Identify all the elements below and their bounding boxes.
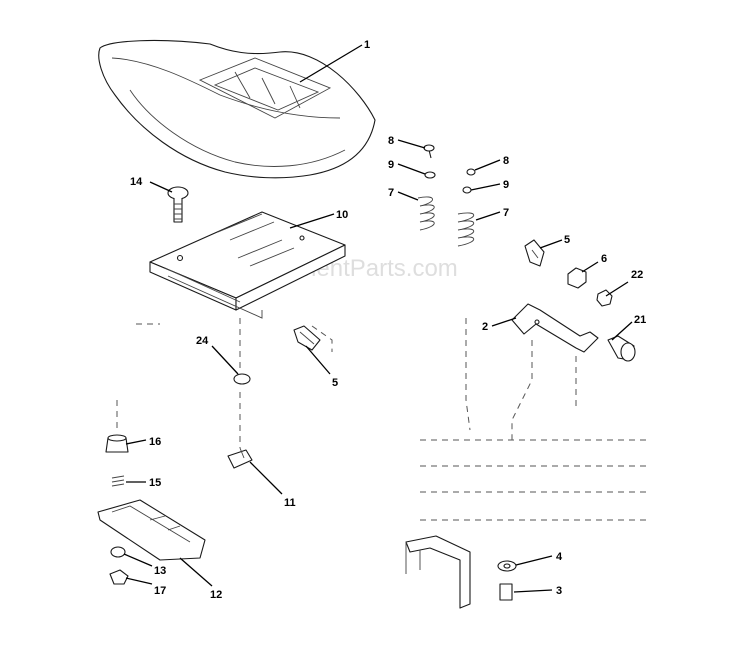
leader-7b — [475, 211, 501, 221]
bolt-bottom-part — [499, 583, 513, 601]
washer-bottom-part — [497, 560, 517, 572]
callout-10: 10 — [336, 209, 348, 221]
callout-3: 3 — [556, 585, 562, 597]
callout-24: 24 — [196, 335, 209, 347]
callout-15: 15 — [149, 477, 161, 489]
callout-4: 4 — [556, 551, 563, 563]
seat-pan-part — [149, 211, 346, 319]
bushing-small-part — [233, 373, 251, 385]
leader-5b — [539, 239, 563, 249]
callout-9b: 9 — [503, 179, 509, 191]
spring-small-part — [111, 475, 125, 487]
leader-1 — [299, 44, 363, 83]
callout-21: 21 — [634, 314, 646, 326]
leader-9a — [397, 163, 426, 175]
spring-left-part — [417, 144, 436, 231]
leader-13 — [123, 553, 153, 567]
leader-4 — [515, 555, 553, 566]
callout-11: 11 — [284, 497, 296, 509]
spacer-part — [110, 546, 126, 558]
callout-17: 17 — [154, 585, 166, 597]
leader-17 — [125, 577, 153, 585]
alignment-line — [465, 318, 471, 431]
bushing-part — [105, 434, 129, 453]
frame-bracket-part — [405, 535, 471, 609]
leader-2 — [491, 317, 517, 327]
alignment-line — [511, 340, 533, 440]
seat-switch-left-part — [293, 325, 333, 352]
nut-right-part — [596, 289, 613, 307]
leader-16 — [125, 439, 147, 445]
callout-8b: 8 — [503, 155, 509, 167]
callout-5b: 5 — [564, 234, 570, 246]
nut-bottom-part — [109, 569, 129, 585]
callout-2: 2 — [482, 321, 488, 333]
leader-7a — [397, 191, 419, 201]
callout-22: 22 — [631, 269, 643, 281]
leader-8b — [474, 159, 501, 171]
seat-part — [98, 39, 376, 179]
callout-16: 16 — [149, 436, 161, 448]
callout-7b: 7 — [503, 207, 509, 219]
spring-right-part — [457, 168, 476, 247]
leader-12 — [179, 557, 213, 587]
leader-21 — [611, 321, 633, 341]
nut-part — [567, 267, 587, 289]
leader-22 — [605, 281, 629, 297]
bracket-part — [511, 303, 599, 353]
leader-10 — [289, 213, 335, 229]
callout-14: 14 — [130, 176, 143, 188]
leader-14 — [149, 181, 173, 193]
callout-1: 1 — [364, 39, 370, 51]
callout-12: 12 — [210, 589, 222, 601]
callout-8a: 8 — [388, 135, 394, 147]
callout-9a: 9 — [388, 159, 394, 171]
pivot-clip-part — [227, 447, 253, 469]
frame-outline — [420, 439, 650, 521]
callout-5a: 5 — [332, 377, 338, 389]
leader-9b — [470, 183, 501, 191]
callout-6: 6 — [601, 253, 607, 265]
leader-3 — [513, 589, 553, 593]
seat-knob-left-part — [167, 186, 189, 223]
callout-7a: 7 — [388, 187, 394, 199]
leader-6 — [581, 261, 599, 273]
seat-knob-right-part — [607, 335, 636, 362]
leader-8a — [397, 139, 426, 149]
pivot-bracket-part — [97, 499, 206, 561]
callout-13: 13 — [154, 565, 166, 577]
leader-24 — [211, 345, 239, 375]
leader-5a — [305, 345, 331, 375]
leader-11 — [249, 461, 283, 495]
seat-switch-right-part — [524, 239, 545, 267]
